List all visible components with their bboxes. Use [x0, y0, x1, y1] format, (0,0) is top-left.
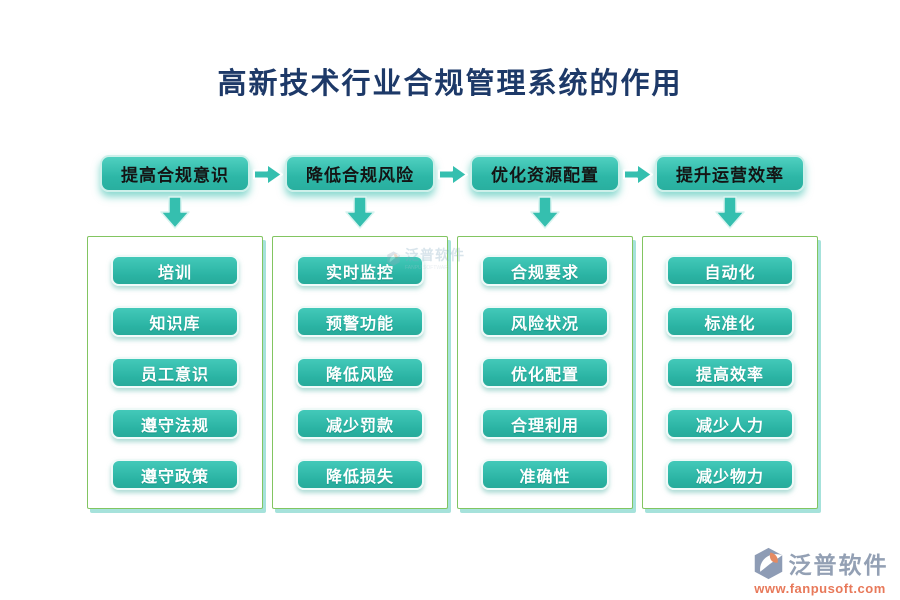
- item-button: 减少人力: [666, 408, 794, 439]
- flow-column-1: 提高合规意识 培训 知识库 员工意识 遵守法规 遵守政策: [87, 155, 263, 509]
- item-button: 合规要求: [481, 255, 609, 286]
- item-button: 培训: [111, 255, 239, 286]
- down-arrow-icon: [715, 196, 745, 229]
- step-panel: 培训 知识库 员工意识 遵守法规 遵守政策: [87, 236, 263, 509]
- step-header: 提高合规意识: [100, 155, 250, 192]
- step-header: 提升运营效率: [655, 155, 805, 192]
- right-arrow-icon: [253, 163, 283, 186]
- flow-column-2: 降低合规风险 实时监控 预警功能 降低风险 减少罚款 降低损失: [272, 155, 448, 509]
- item-button: 遵守政策: [111, 459, 239, 490]
- down-arrow-icon: [530, 196, 560, 229]
- down-arrow-icon: [160, 196, 190, 229]
- right-arrow-icon: [623, 163, 653, 186]
- item-button: 准确性: [481, 459, 609, 490]
- item-button: 提高效率: [666, 357, 794, 388]
- item-button: 减少罚款: [296, 408, 424, 439]
- item-button: 优化配置: [481, 357, 609, 388]
- brand-logo-icon: [754, 547, 782, 579]
- item-button: 遵守法规: [111, 408, 239, 439]
- item-button: 减少物力: [666, 459, 794, 490]
- item-button: 知识库: [111, 306, 239, 337]
- step-panel: 实时监控 预警功能 降低风险 减少罚款 降低损失: [272, 236, 448, 509]
- brand-url: www.fanpusoft.com: [754, 581, 886, 596]
- step-header: 降低合规风险: [285, 155, 435, 192]
- item-button: 实时监控: [296, 255, 424, 286]
- down-arrow-icon: [345, 196, 375, 229]
- item-button: 标准化: [666, 306, 794, 337]
- step-panel: 合规要求 风险状况 优化配置 合理利用 准确性: [457, 236, 633, 509]
- right-arrow-icon: [438, 163, 468, 186]
- flow-column-4: 提升运营效率 自动化 标准化 提高效率 减少人力 减少物力: [642, 155, 818, 509]
- step-panel: 自动化 标准化 提高效率 减少人力 减少物力: [642, 236, 818, 509]
- flow-column-3: 优化资源配置 合规要求 风险状况 优化配置 合理利用 准确性: [457, 155, 633, 509]
- flow-diagram: 提高合规意识 培训 知识库 员工意识 遵守法规 遵守政策 降低合规风险: [87, 155, 818, 509]
- page-title: 高新技术行业合规管理系统的作用: [217, 68, 683, 100]
- item-button: 风险状况: [481, 306, 609, 337]
- brand-name: 泛普软件: [788, 552, 889, 578]
- item-button: 降低损失: [296, 459, 424, 490]
- item-button: 自动化: [666, 255, 794, 286]
- brand-footer: 泛普软件 www.fanpusoft.com: [744, 546, 896, 596]
- step-header: 优化资源配置: [470, 155, 620, 192]
- item-button: 降低风险: [296, 357, 424, 388]
- item-button: 合理利用: [481, 408, 609, 439]
- item-button: 预警功能: [296, 306, 424, 337]
- item-button: 员工意识: [111, 357, 239, 388]
